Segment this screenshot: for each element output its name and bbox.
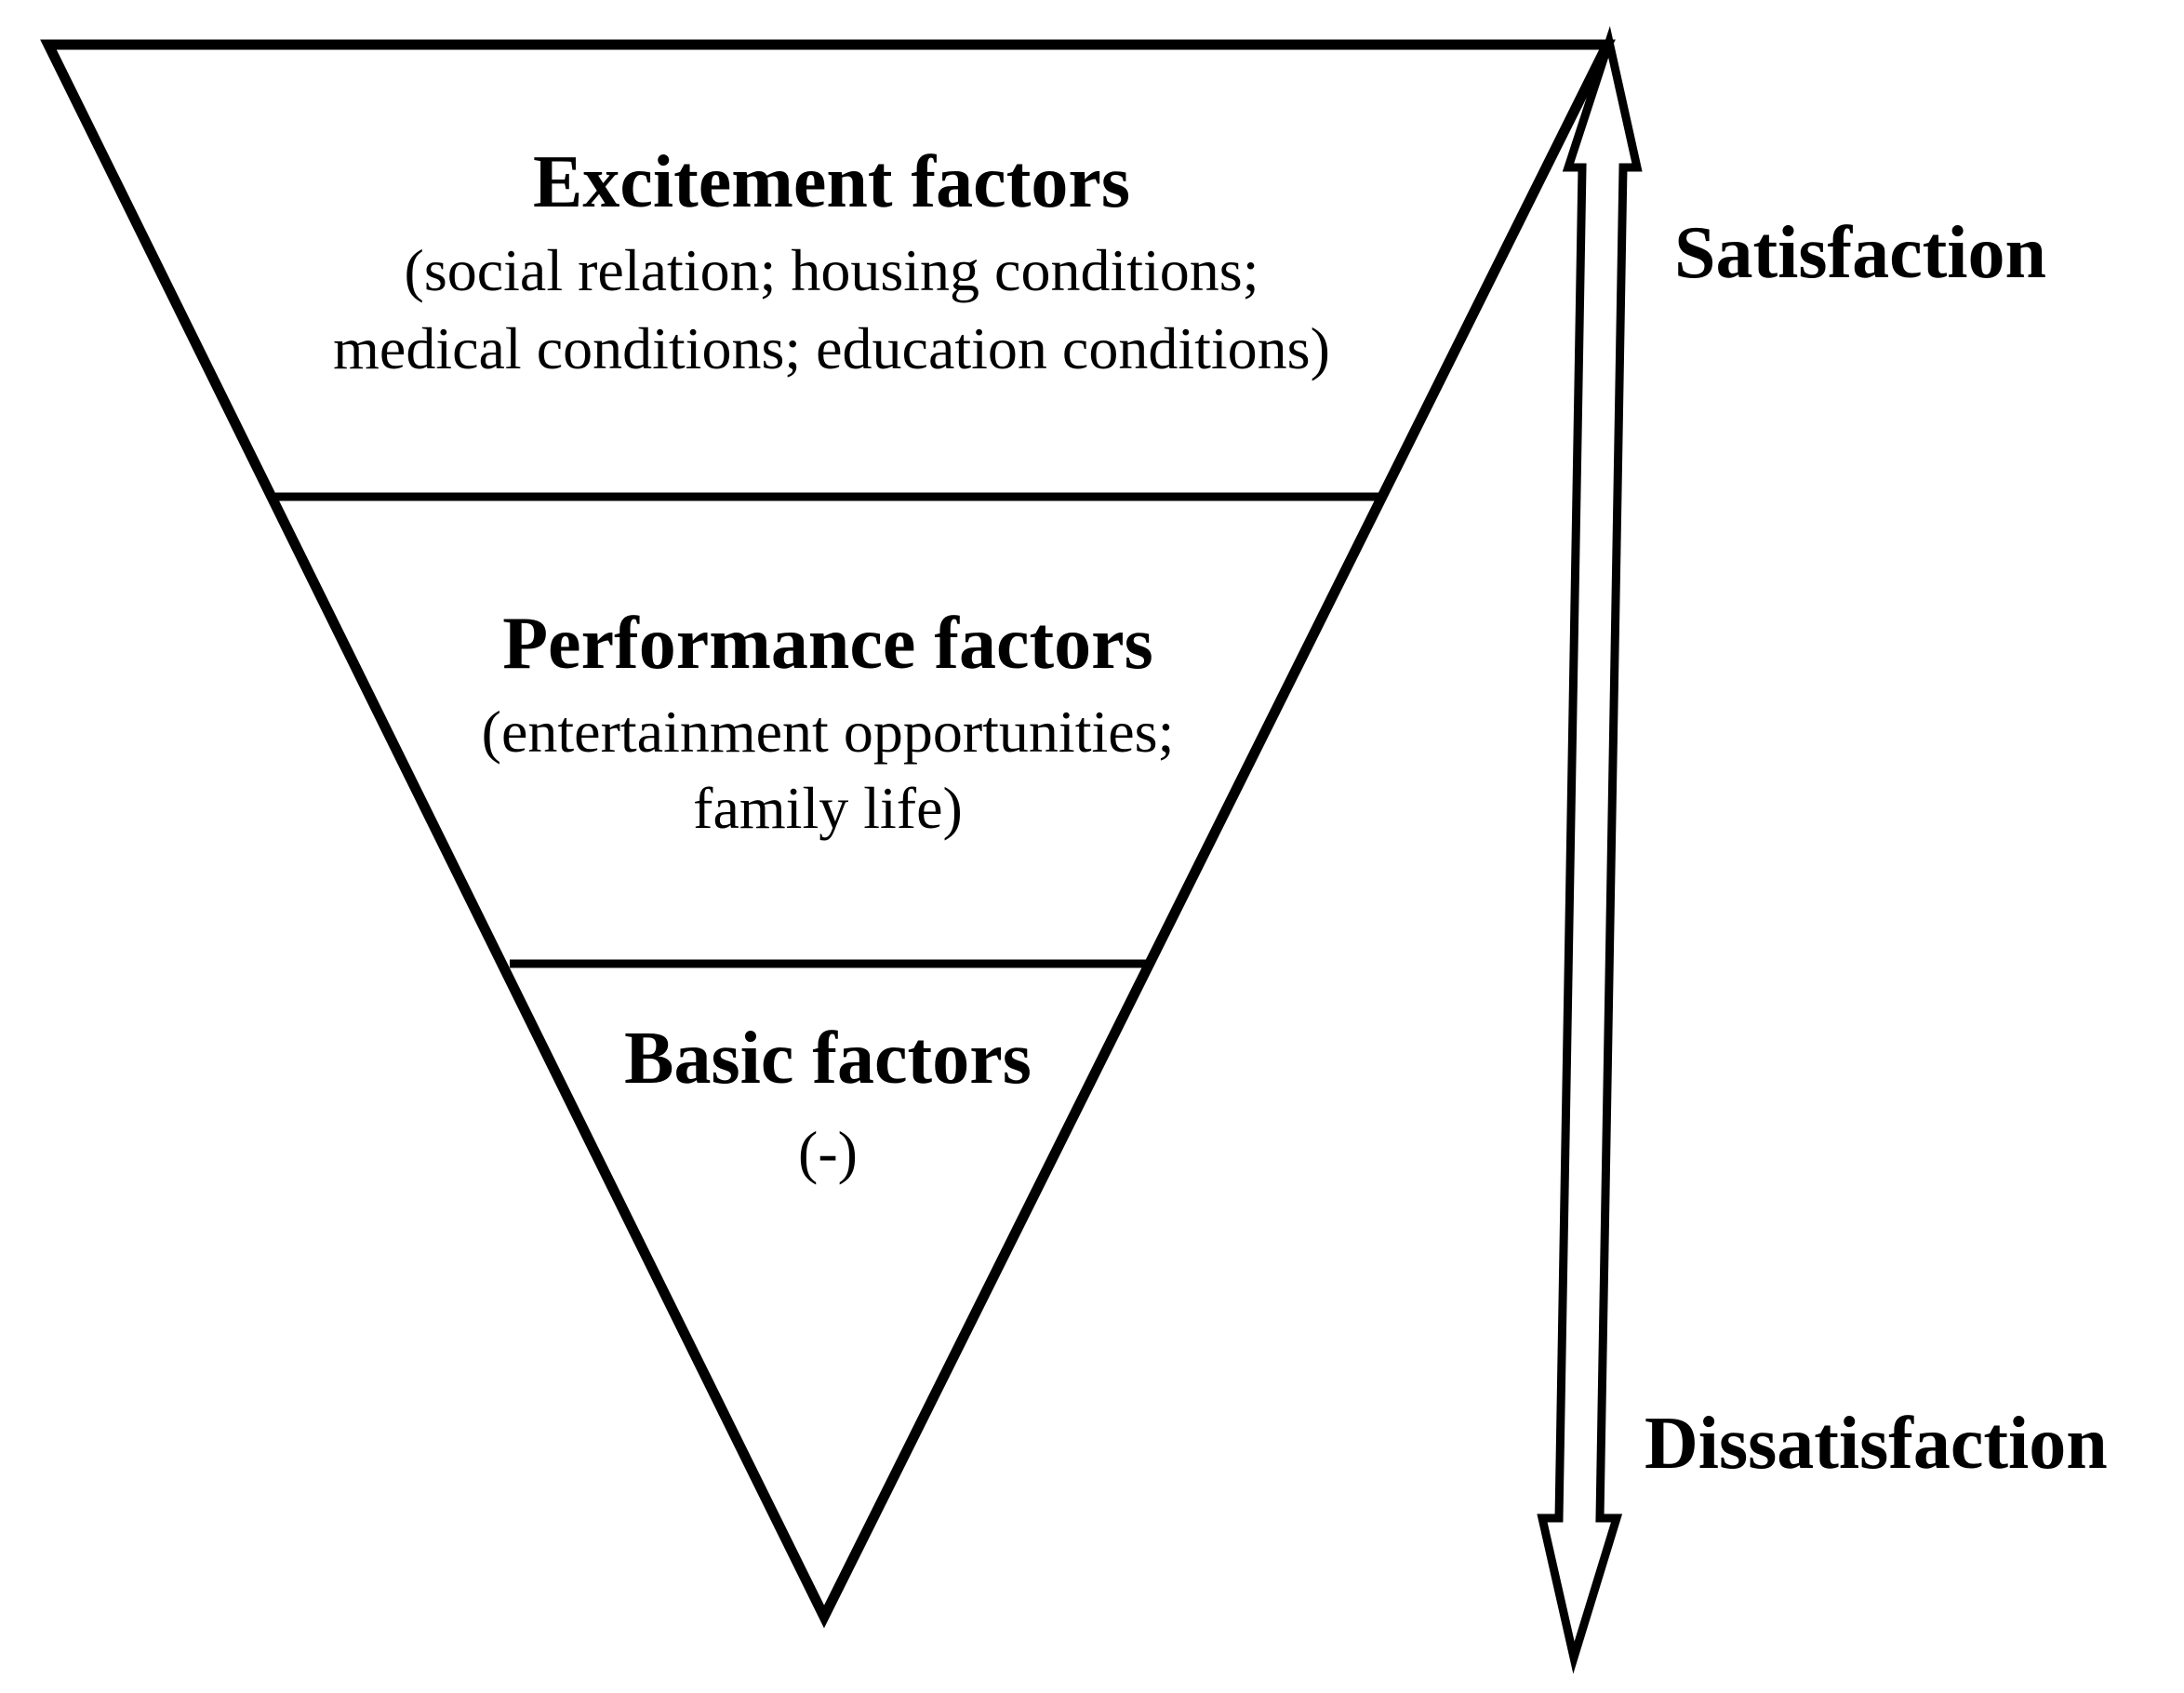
tier-excitement: Excitement factors (social relation; hou… <box>333 141 1330 381</box>
tier-performance-title: Performance factors <box>502 603 1153 685</box>
tier-basic-title: Basic factors <box>624 1018 1032 1100</box>
tier-excitement-line-2: medical conditions; education conditions… <box>333 315 1330 381</box>
tier-performance-line-1: (entertainment opportunities; <box>482 699 1175 765</box>
dissatisfaction-label: Dissatisfaction <box>1645 1403 2108 1485</box>
inverted-triangle <box>40 39 1616 1629</box>
satisfaction-label: Satisfaction <box>1674 212 2046 294</box>
double-arrow-icon <box>1537 25 1643 1674</box>
tier-excitement-title: Excitement factors <box>533 141 1130 223</box>
tier-excitement-line-1: (social relation; housing conditions; <box>405 237 1259 303</box>
tier-basic-line-1: (-) <box>798 1119 858 1185</box>
tier-performance-line-2: family life) <box>693 775 963 841</box>
tier-basic: Basic factors (-) <box>624 1018 1032 1185</box>
tier-performance: Performance factors (entertainment oppor… <box>482 603 1175 841</box>
